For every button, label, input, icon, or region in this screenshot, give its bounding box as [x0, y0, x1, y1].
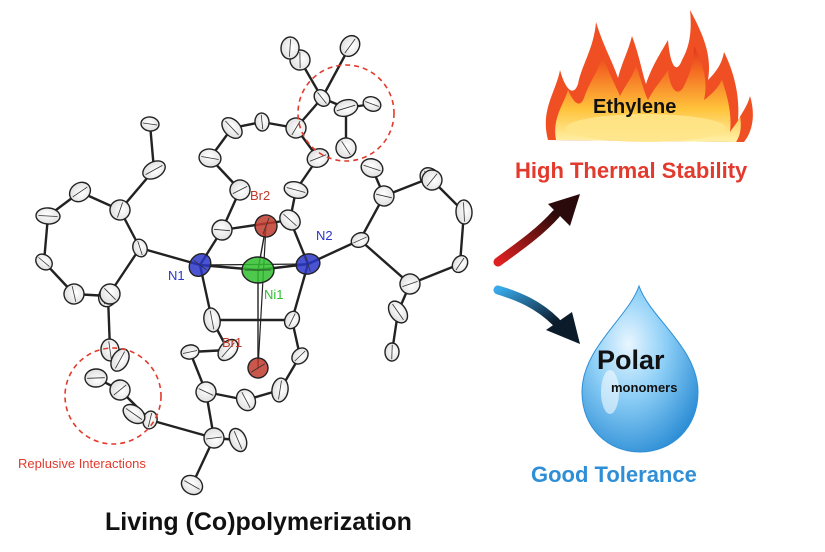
atom-octant-cC [209, 310, 215, 330]
repulsion-circle-bottom [64, 347, 162, 445]
atom-octant-u7 [286, 187, 306, 193]
atom-label-br1: Br1 [222, 335, 243, 350]
thermal-stability-caption: High Thermal Stability [515, 158, 748, 183]
bond-35 [148, 418, 216, 440]
drop-icon [581, 284, 699, 453]
atom-octant-r8 [392, 303, 404, 321]
atom-octant-b5 [113, 384, 127, 396]
atom-octant-r7 [363, 164, 381, 172]
atom-octant-b3 [233, 431, 243, 449]
molecule-atoms [35, 34, 473, 496]
atom-octant-b2 [184, 480, 200, 490]
atom-octant-r10 [426, 173, 438, 187]
atom-octant-a3 [72, 186, 88, 198]
atom-octant-b7 [125, 408, 143, 420]
atom-octant-l5 [278, 380, 282, 400]
atom-octant-cD [288, 313, 296, 327]
atom-octant-l4 [241, 392, 251, 408]
atom-label-n1: N1 [168, 268, 185, 283]
atom-octant-t6 [341, 141, 351, 155]
atom-octant-a4 [38, 215, 58, 217]
good-tolerance-caption: Good Tolerance [531, 462, 697, 487]
flame-icon [545, 10, 753, 142]
atom-label-br2: Br2 [250, 188, 271, 203]
atom-octant-n2 [305, 256, 311, 272]
atom-octant-u4 [260, 114, 264, 130]
atom-octant-r4 [463, 202, 465, 222]
atom-octant-b1 [206, 436, 222, 440]
atom-octant-a1 [137, 241, 143, 255]
atom-octant-t7 [288, 39, 292, 57]
bond-62 [257, 225, 267, 369]
atom-octant-a8 [145, 164, 163, 176]
atom-octant-a10 [104, 288, 116, 300]
atom-octant-t4 [336, 104, 356, 112]
atom-octant-u1 [232, 186, 248, 194]
atom-octant-a12 [114, 351, 126, 369]
atom-octant-n1 [193, 259, 207, 271]
atom-octant-a11 [108, 341, 112, 359]
atom-octant-br2 [262, 217, 270, 235]
atom-octant-u6 [309, 154, 327, 162]
atom-octant-b4 [147, 412, 153, 428]
atom-octant-a9 [142, 122, 158, 126]
atom-octant-r2 [376, 193, 392, 199]
atom-octant-a5 [38, 257, 50, 267]
atom-octant-r1 [353, 236, 367, 244]
atom-octant-l2 [182, 350, 198, 354]
repulsive-interactions-label: Replusive Interactions [18, 456, 146, 471]
atom-octant-br1 [251, 363, 265, 373]
atom-octant-cB [283, 213, 297, 227]
atom-octant-u2 [201, 156, 219, 160]
atom-octant-l6 [294, 350, 306, 362]
atom-octant-r9 [391, 344, 393, 360]
atom-octant-t3 [344, 38, 356, 54]
atom-octant-a2 [117, 202, 123, 218]
atom-octant-r6 [402, 281, 418, 287]
bottom-caption: Living (Co)polymerization [105, 508, 412, 536]
atom-octant-l3 [198, 388, 214, 396]
atom-label-n2: N2 [316, 228, 333, 243]
atom-octant-l1 [221, 342, 235, 358]
atom-label-ni1: Ni1 [264, 287, 284, 302]
atom-octant-a6 [71, 286, 77, 302]
polar-label: Polar [597, 345, 665, 375]
ethylene-label: Ethylene [593, 96, 677, 118]
atom-octant-u5 [291, 120, 301, 136]
atom-octant-t1 [317, 92, 327, 104]
arrow-down-icon [493, 285, 580, 344]
arrow-up-icon [493, 194, 580, 267]
atom-octant-u3 [225, 120, 239, 136]
repulsion-circle-top [297, 64, 395, 162]
atom-octant-r5 [455, 257, 465, 271]
atom-octant-t5 [365, 101, 379, 107]
monomers-label: monomers [611, 380, 678, 395]
atom-octant-cA [213, 228, 231, 232]
atom-octant-b6 [87, 377, 105, 379]
bond-57 [358, 238, 412, 286]
